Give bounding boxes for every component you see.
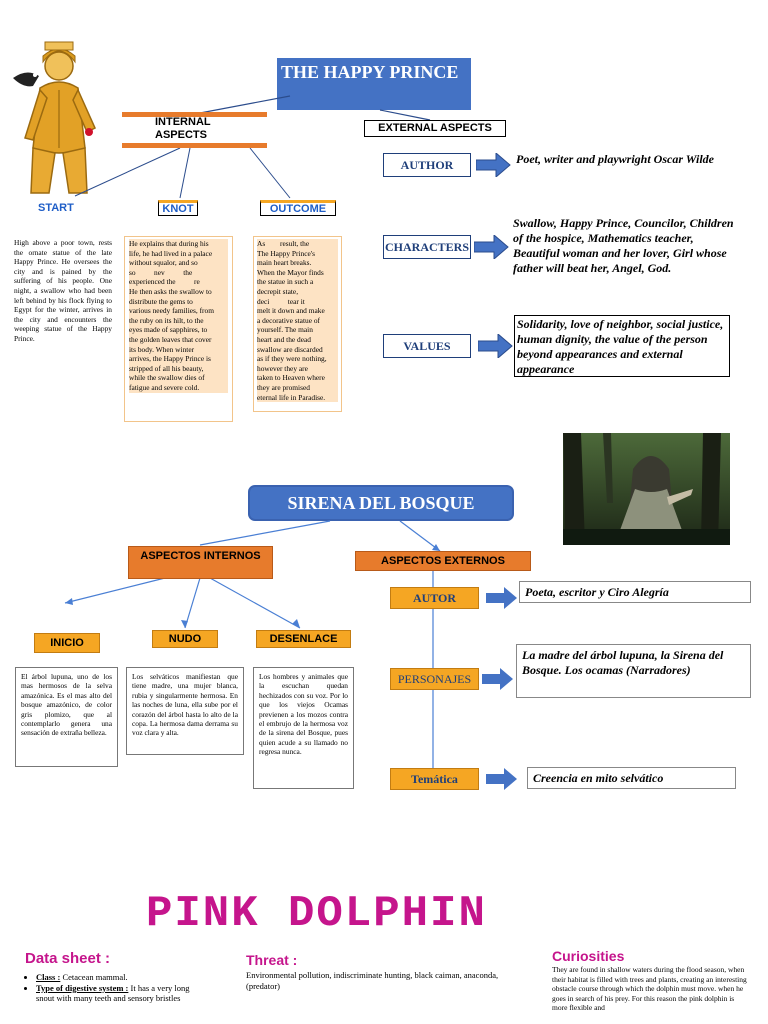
data-sheet-heading: Data sheet : [25, 950, 111, 967]
siren-illustration [563, 433, 730, 545]
values-arrow-icon [478, 334, 513, 358]
class-item: Class : Cetacean mammal. [36, 972, 192, 983]
inicio-text: El árbol lupuna, uno de los mas hermosos… [15, 667, 118, 767]
knot-label: KNOT [158, 200, 198, 216]
outcome-line: main heart breaks. [257, 258, 338, 268]
happy-prince-title: THE HAPPY PRINCE [277, 58, 471, 110]
knot-line: He explains that during his [129, 239, 228, 249]
pink-dolphin-title: PINK DOLPHIN [146, 889, 487, 939]
outcome-line: they are promised [257, 382, 338, 393]
internal-aspects-box [122, 112, 267, 148]
curiosities-heading: Curiosities [552, 948, 625, 964]
tematica-arrow-icon [486, 768, 517, 790]
knot-line: eyes made of sapphires, to [129, 325, 228, 335]
nudo-text: Los selváticos manifiestan que tiene mad… [126, 667, 244, 755]
knot-line: He then asks the swallow to [129, 286, 228, 297]
threat-heading: Threat : [246, 952, 298, 968]
personajes-arrow-icon [482, 668, 513, 690]
external-aspects-box: EXTERNAL ASPECTS [364, 120, 506, 137]
data-sheet-list: Class : Cetacean mammal. Type of digesti… [22, 972, 192, 1004]
inicio-label: INICIO [34, 633, 100, 653]
outcome-line: the statue in such a [257, 277, 338, 287]
outcome-line: deci tear it [257, 296, 338, 307]
outcome-line: taken to Heaven where [257, 373, 338, 383]
characters-box: CHARACTERS [383, 235, 471, 259]
start-label: START [38, 202, 74, 214]
knot-line: the golden leaves that cover [129, 334, 228, 345]
knot-line: life, he had lived in a palace [129, 248, 228, 259]
desenlace-text: Los hombres y animales que la escuchan q… [253, 667, 354, 789]
outcome-line: eternal life in Paradise. [257, 392, 338, 403]
knot-line: its body. When winter [129, 344, 228, 355]
outcome-line: yourself. The main [257, 325, 338, 335]
autor-text: Poeta, escritor y Ciro Alegría [519, 581, 751, 603]
happy-connectors [74, 95, 431, 199]
nudo-label: NUDO [152, 630, 218, 648]
knot-line: while the swallow dies of [129, 373, 228, 383]
personajes-label: PERSONAJES [390, 668, 479, 690]
internal-aspects-label: INTERNAL ASPECTS [155, 116, 211, 141]
aspectos-externos-box: ASPECTOS EXTERNOS [355, 551, 531, 571]
author-arrow-icon [476, 153, 511, 177]
knot-line: so nev the [129, 267, 228, 278]
sirena-connectors [64, 520, 441, 768]
outcome-line: swallow are discarded [257, 344, 338, 355]
outcome-line: however they are [257, 363, 338, 374]
outcome-label: OUTCOME [260, 200, 336, 216]
digestive-item: Type of digestive system : It has a very… [36, 983, 192, 1004]
aspectos-internos-box: ASPECTOS INTERNOS [128, 546, 273, 579]
outcome-line: melt it down and make [257, 306, 338, 316]
autor-arrow-icon [486, 587, 517, 609]
knot-line: the ruby on its hilt, to the [129, 315, 228, 326]
characters-arrow-icon [474, 235, 509, 259]
outcome-line: decrepit state, [257, 286, 338, 297]
outcome-line: as if they were nothing, [257, 354, 338, 364]
outcome-line: When the Mayor finds [257, 267, 338, 278]
knot-line: arrives, the Happy Prince is [129, 354, 228, 364]
values-text: Solidarity, love of neighbor, social jus… [514, 315, 730, 377]
characters-text: Swallow, Happy Prince, Councilor, Childr… [513, 216, 734, 275]
autor-label: AUTOR [390, 587, 479, 609]
author-text: Poet, writer and playwright Oscar Wilde [516, 152, 715, 166]
knot-line: without squalor, and so [129, 258, 228, 268]
outcome-line: As result, the [257, 239, 338, 249]
start-text: High above a poor town, rests the ornate… [14, 238, 112, 343]
threat-text: Environmental pollution, indiscriminate … [246, 970, 499, 991]
author-box: AUTHOR [383, 153, 471, 177]
outcome-line: The Happy Prince's [257, 248, 338, 259]
tematica-text: Creencia en mito selvático [527, 767, 736, 789]
curiosities-text: They are found in shallow waters during … [552, 965, 747, 1012]
knot-line: various needy families, from [129, 306, 228, 316]
knot-line: stripped of all his beauty, [129, 363, 228, 374]
sirena-title: SIRENA DEL BOSQUE [248, 485, 514, 521]
knot-line: fatigue and severe cold. [129, 382, 228, 393]
personajes-text: La madre del árbol lupuna, la Sirena del… [516, 644, 751, 698]
outcome-line: heart and the dead [257, 334, 338, 345]
knot-line: distribute the gems to [129, 296, 228, 307]
tematica-label: Temática [390, 768, 479, 790]
values-box: VALUES [383, 334, 471, 358]
desenlace-label: DESENLACE [256, 630, 351, 648]
outcome-line: a decorative statue of [257, 315, 338, 326]
knot-line: experienced the re [129, 277, 228, 287]
prince-illustration [5, 28, 113, 198]
